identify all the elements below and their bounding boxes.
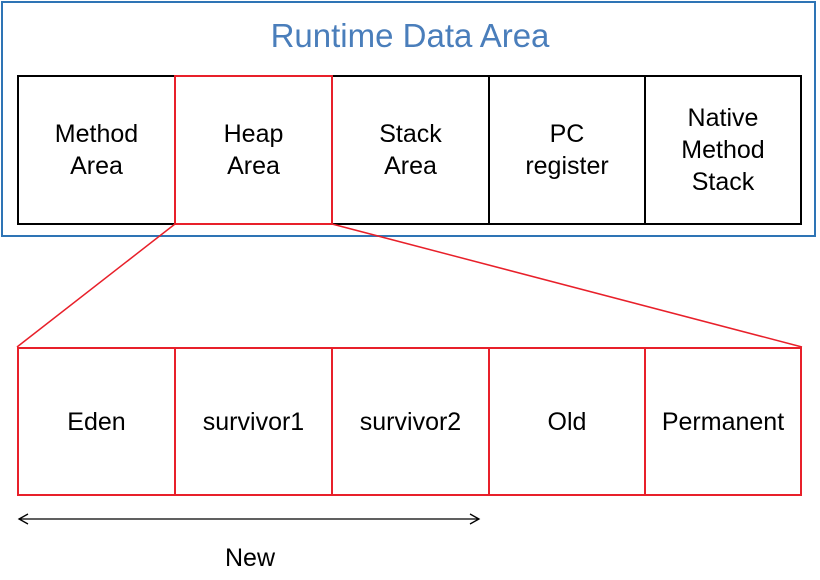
- heap-area-cell: Heap Area: [174, 75, 333, 225]
- new-generation-span-arrow: [17, 513, 481, 525]
- permanent-cell: Permanent: [644, 347, 802, 496]
- heap-zoom-left-line: [16, 223, 176, 348]
- survivor1-cell: survivor1: [174, 347, 333, 496]
- native-method-stack-cell: Native Method Stack: [644, 75, 802, 225]
- eden-cell: Eden: [17, 347, 176, 496]
- survivor2-cell: survivor2: [331, 347, 490, 496]
- stack-area-cell: Stack Area: [331, 75, 490, 225]
- new-generation-label: New: [225, 544, 276, 572]
- span-arrow-right-head: [469, 513, 481, 525]
- old-cell: Old: [488, 347, 646, 496]
- method-area-cell: Method Area: [17, 75, 176, 225]
- span-arrow-left-head: [17, 513, 29, 525]
- runtime-data-area-title: Runtime Data Area: [270, 17, 550, 54]
- heap-zoom-right-line: [331, 223, 803, 348]
- pc-register-cell: PC register: [488, 75, 646, 225]
